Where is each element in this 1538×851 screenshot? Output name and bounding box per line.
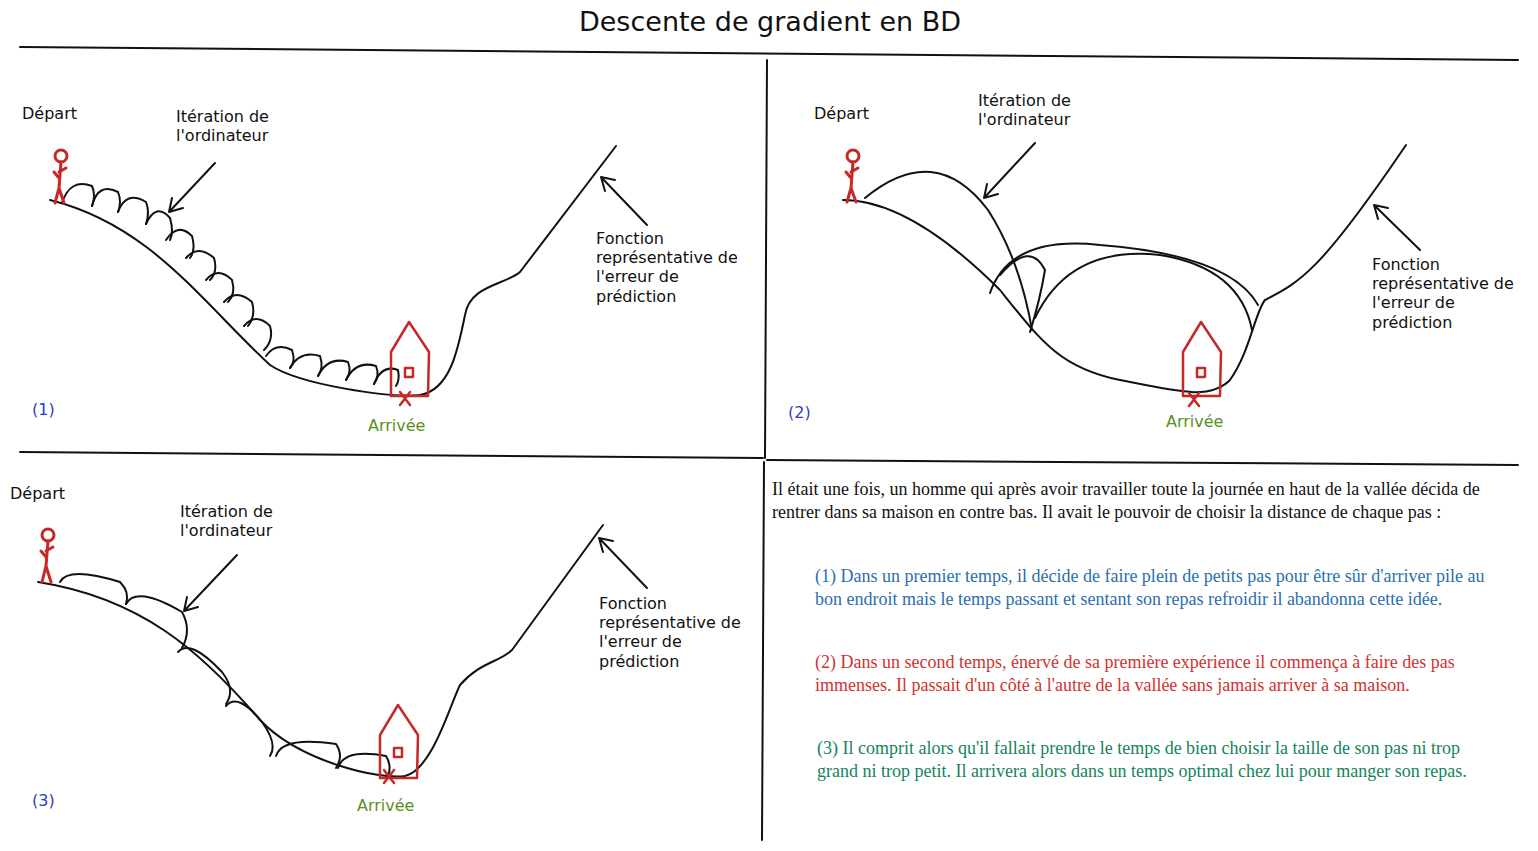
stick-figure	[846, 162, 858, 202]
panel-borders	[767, 460, 1518, 465]
leader-arrow	[1374, 205, 1420, 250]
panel-number: (3)	[32, 791, 55, 810]
medium-steps	[338, 754, 390, 776]
panel-borders	[762, 462, 764, 840]
house	[1183, 322, 1221, 406]
leader-arrow	[984, 143, 1035, 198]
medium-steps	[276, 742, 340, 768]
small-steps	[118, 198, 148, 224]
big-steps	[1000, 256, 1045, 332]
iteration-label: Itération de l'ordinateur	[180, 502, 330, 540]
story-step: (1) Dans un premier temps, il décide de …	[815, 565, 1495, 611]
iteration-label: Itération de l'ordinateur	[978, 91, 1128, 129]
error-curve	[50, 146, 616, 395]
function-label: Fonction représentative de l'erreur de p…	[599, 594, 759, 671]
small-steps	[318, 361, 350, 380]
leader-arrow	[601, 177, 647, 225]
panel-borders	[765, 60, 767, 458]
panel-number: (1)	[32, 400, 55, 419]
stick-figure	[846, 150, 859, 202]
house	[1183, 322, 1221, 396]
error-curve	[50, 146, 616, 395]
small-steps	[62, 184, 94, 206]
medium-steps	[60, 574, 127, 604]
stick-figure	[54, 150, 67, 203]
stick-figure	[42, 529, 54, 541]
function-label: Fonction représentative de l'erreur de p…	[596, 229, 756, 306]
small-steps	[92, 189, 120, 212]
arrival-label: Arrivée	[368, 416, 425, 435]
medium-steps	[226, 702, 273, 756]
stick-figure	[54, 162, 66, 203]
small-steps	[374, 369, 399, 386]
panel-borders	[20, 47, 1518, 840]
start-label: Départ	[22, 104, 77, 123]
stick-figure	[41, 529, 54, 582]
house	[384, 770, 394, 783]
arrival-label: Arrivée	[357, 796, 414, 815]
panel-borders	[20, 47, 1518, 60]
big-steps	[1035, 254, 1252, 330]
stick-figure	[41, 541, 53, 582]
start-label: Départ	[10, 484, 65, 503]
leader-arrow	[169, 163, 647, 225]
panel-borders	[20, 452, 763, 458]
house	[380, 705, 418, 778]
house	[380, 705, 418, 783]
big-steps	[865, 172, 1258, 332]
iteration-label: Itération de l'ordinateur	[176, 107, 326, 145]
small-steps	[62, 184, 399, 386]
small-steps	[346, 365, 378, 384]
small-steps	[266, 347, 294, 368]
house	[1197, 368, 1205, 377]
start-label: Départ	[814, 104, 869, 123]
house	[391, 322, 429, 405]
big-steps	[865, 172, 1032, 330]
page-title: Descente de gradient en BD	[470, 6, 1070, 38]
leader-arrow	[984, 143, 1420, 250]
medium-steps	[178, 648, 230, 704]
leader-arrow	[184, 555, 237, 611]
medium-steps	[126, 596, 187, 648]
medium-steps	[60, 574, 390, 776]
story-step: (2) Dans un second temps, énervé de sa p…	[815, 651, 1495, 697]
panel-number: (2)	[788, 403, 811, 422]
story-intro: Il était une fois, un homme qui après av…	[772, 478, 1507, 524]
error-curve	[843, 145, 1406, 392]
small-steps	[244, 319, 271, 350]
big-steps	[990, 244, 1258, 305]
leader-arrow	[169, 163, 215, 212]
stick-figure	[55, 150, 67, 162]
leader-arrow	[599, 538, 647, 588]
story-step: (3) Il comprit alors qu'il fallait prend…	[817, 737, 1497, 783]
house	[1189, 393, 1199, 406]
leader-arrow	[184, 538, 647, 611]
house	[400, 392, 410, 405]
function-label: Fonction représentative de l'erreur de p…	[1372, 255, 1532, 332]
error-curve	[38, 525, 603, 777]
small-steps	[290, 355, 322, 377]
house	[391, 322, 429, 396]
error-curve	[38, 525, 603, 777]
error-curve	[843, 145, 1406, 392]
arrival-label: Arrivée	[1166, 412, 1223, 431]
house	[394, 748, 402, 757]
stick-figure	[847, 150, 859, 162]
house	[405, 368, 413, 377]
